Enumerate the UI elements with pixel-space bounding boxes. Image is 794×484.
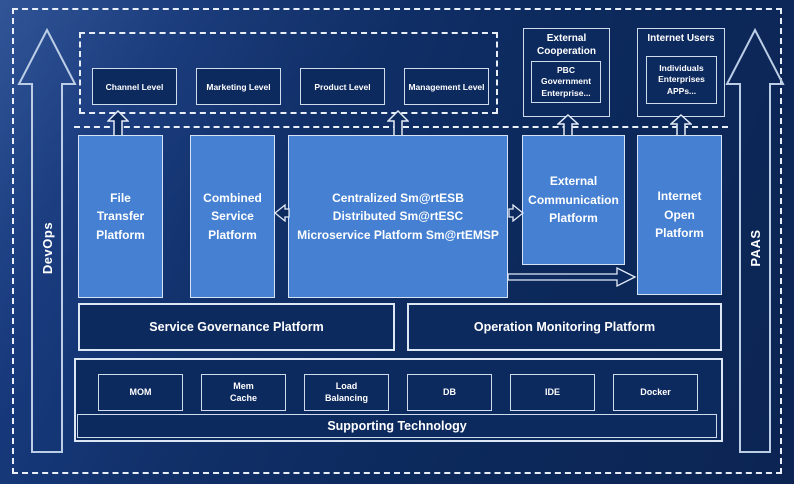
flow-arrow-right-icon: [508, 204, 524, 222]
management-level-label: Management Level: [408, 81, 485, 92]
flow-arrow-left-icon: [274, 204, 290, 222]
paas-up-arrow-icon: [725, 28, 785, 453]
internet-users-title: Internet Users: [647, 33, 715, 44]
service-governance-platform-box: Service Governance Platform: [78, 303, 395, 351]
operation-monitoring-platform-box: Operation Monitoring Platform: [407, 303, 722, 351]
external-cooperation-box: External Cooperation PBC Government Ente…: [523, 28, 610, 117]
up-arrow-icon: [387, 110, 409, 137]
devops-label: DevOps: [39, 221, 55, 275]
mom-box: MOM: [98, 374, 183, 411]
internet-open-platform-box: Internet Open Platform: [637, 135, 722, 295]
product-level-box: Product Level: [300, 68, 385, 105]
service-governance-platform-label: Service Governance Platform: [149, 320, 324, 334]
operation-monitoring-platform-label: Operation Monitoring Platform: [473, 320, 656, 334]
ide-box: IDE: [510, 374, 595, 411]
combined-service-platform-box: Combined Service Platform: [190, 135, 275, 298]
db-box: DB: [407, 374, 492, 411]
external-communication-platform-box: External Communication Platform: [522, 135, 625, 265]
supporting-technology-label: Supporting Technology: [327, 419, 467, 433]
marketing-level-box: Marketing Level: [196, 68, 281, 105]
consumer-levels-container: [79, 32, 498, 114]
devops-up-arrow-icon: [17, 28, 77, 453]
channel-level-box: Channel Level: [92, 68, 177, 105]
file-transfer-platform-box: File Transfer Platform: [78, 135, 163, 298]
up-arrow-icon: [670, 114, 692, 137]
supporting-technology-bar: Supporting Technology: [77, 414, 717, 438]
flow-arrow-long-right-icon: [507, 267, 637, 287]
docker-box: Docker: [613, 374, 698, 411]
outer-dashed-border: [12, 8, 782, 474]
marketing-level-label: Marketing Level: [206, 81, 271, 92]
load-balancing-box: Load Balancing: [304, 374, 389, 411]
management-level-box: Management Level: [404, 68, 489, 105]
internet-users-members: Individuals Enterprises APPs...: [646, 56, 717, 104]
up-arrow-icon: [557, 114, 579, 137]
central-esb-platform-box: Centralized Sm@rtESB Distributed Sm@rtES…: [288, 135, 508, 298]
up-arrow-icon: [107, 110, 129, 137]
external-cooperation-members: PBC Government Enterprise...: [531, 61, 601, 103]
paas-label: PAAS: [747, 229, 763, 267]
product-level-label: Product Level: [314, 81, 371, 92]
channel-level-label: Channel Level: [105, 81, 164, 92]
mem-cache-box: Mem Cache: [201, 374, 286, 411]
internet-users-box: Internet Users Individuals Enterprises A…: [637, 28, 725, 117]
external-cooperation-title: External Cooperation: [537, 33, 596, 57]
